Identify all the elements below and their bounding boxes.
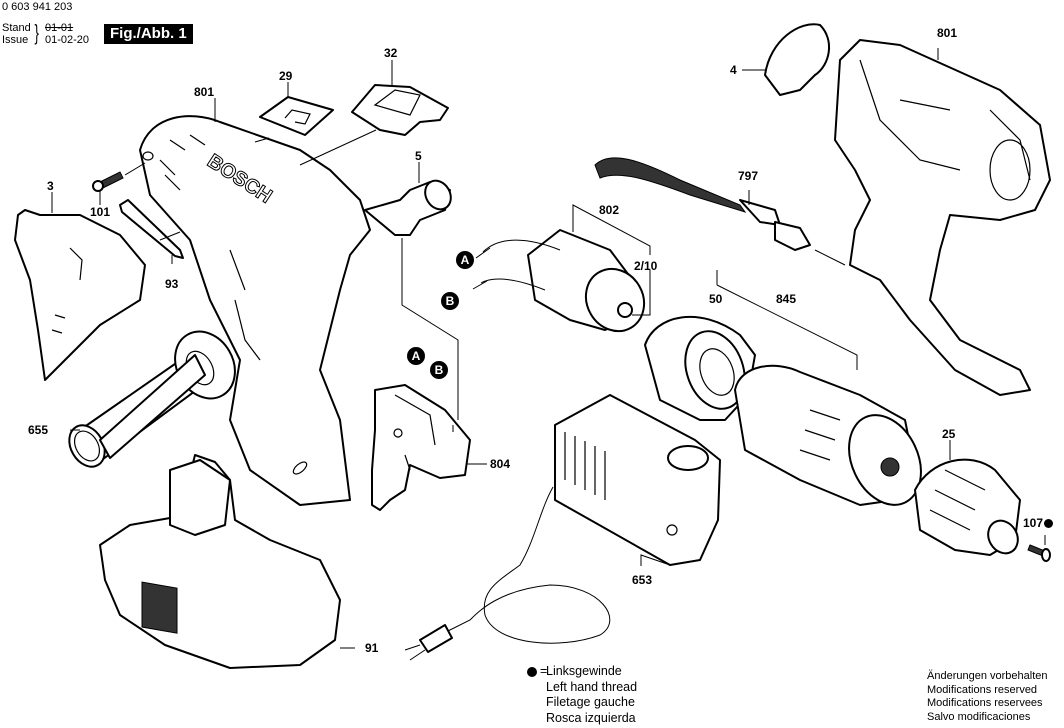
issue-value: 01-02-20 bbox=[45, 34, 90, 46]
part-label-107-text: 107 bbox=[1023, 516, 1044, 530]
part-label-802: 802 bbox=[599, 203, 620, 217]
legend-equals: = bbox=[540, 664, 548, 678]
grip-pad-4 bbox=[764, 23, 831, 96]
part-label-5: 5 bbox=[415, 149, 422, 163]
screw-107 bbox=[1027, 544, 1051, 562]
switch-module bbox=[371, 384, 471, 511]
housing-left-half: BOSCH bbox=[139, 115, 371, 506]
document-number: 0 603 941 203 bbox=[2, 1, 73, 13]
battery-pack bbox=[99, 454, 341, 669]
part-label-653: 653 bbox=[632, 573, 653, 587]
part-label-4: 4 bbox=[730, 63, 737, 77]
wire-callout-b-switch: B bbox=[430, 361, 448, 379]
part-label-655: 655 bbox=[28, 423, 49, 437]
part-label-29: 29 bbox=[279, 69, 293, 83]
mods-line-fr: Modifications reservees bbox=[927, 697, 1043, 709]
part-label-804: 804 bbox=[490, 457, 511, 471]
mods-line-de: Änderungen vorbehalten bbox=[927, 670, 1048, 682]
part-label-32: 32 bbox=[384, 46, 398, 60]
mods-line-en: Modifications reserved bbox=[927, 683, 1038, 696]
charger bbox=[404, 394, 721, 661]
part-label-93: 93 bbox=[165, 277, 179, 291]
stand-value: 01-01 bbox=[45, 22, 74, 34]
housing-right-half bbox=[834, 39, 1051, 396]
part-5-slider bbox=[364, 179, 452, 236]
part-29-cap bbox=[259, 96, 334, 136]
revision-block: Stand Issue } 01-01 01-02-20 bbox=[2, 22, 89, 47]
part-label-50: 50 bbox=[709, 292, 723, 306]
part-label-107: 107 bbox=[1023, 516, 1054, 530]
motor bbox=[472, 229, 646, 333]
legend-line-fr: Filetage gauche bbox=[546, 695, 635, 709]
wrist-strap bbox=[594, 157, 811, 251]
leader-lines bbox=[51, 48, 1046, 649]
brace-symbol: } bbox=[34, 20, 39, 45]
filled-circle-icon bbox=[527, 667, 537, 677]
wire-callout-a-switch: A bbox=[407, 347, 425, 365]
part-label-101: 101 bbox=[90, 205, 111, 219]
stand-label: Stand bbox=[2, 22, 31, 34]
modifications-note: Änderungen vorbehalten Modifications res… bbox=[927, 670, 1047, 724]
chuck bbox=[914, 458, 1021, 556]
part-label-801-left: 801 bbox=[194, 85, 215, 99]
screw-101 bbox=[92, 171, 124, 192]
part-label-797: 797 bbox=[738, 169, 759, 183]
side-handle bbox=[68, 330, 236, 468]
part-label-3: 3 bbox=[47, 179, 54, 193]
legend-line-de: Linksgewinde bbox=[546, 664, 622, 678]
issue-label: Issue bbox=[2, 34, 29, 46]
side-cover bbox=[14, 209, 146, 381]
wire-callout-a-motor: A bbox=[456, 251, 474, 269]
legend-line-es: Rosca izquierda bbox=[546, 710, 636, 725]
part-label-91: 91 bbox=[365, 641, 379, 655]
part-label-801-right: 801 bbox=[937, 26, 958, 40]
gear-ring-50 bbox=[644, 315, 756, 421]
part-32-switch-cover bbox=[351, 84, 449, 136]
wire-callout-b-motor: B bbox=[441, 292, 459, 310]
legend-line-en: Left hand thread bbox=[546, 679, 638, 694]
part-label-845: 845 bbox=[776, 292, 797, 306]
screwdriver-bit bbox=[119, 199, 184, 259]
legend-lines: Linksgewinde Left hand thread Filetage g… bbox=[546, 664, 637, 726]
part-label-25: 25 bbox=[942, 427, 956, 441]
gearbox bbox=[734, 364, 922, 506]
left-hand-thread-marker-icon bbox=[1044, 519, 1054, 528]
figure-badge: Fig./Abb. 1 bbox=[104, 24, 193, 44]
mods-line-es: Salvo modificaciones bbox=[927, 710, 1031, 723]
part-label-2-10: 2/10 bbox=[634, 259, 658, 273]
